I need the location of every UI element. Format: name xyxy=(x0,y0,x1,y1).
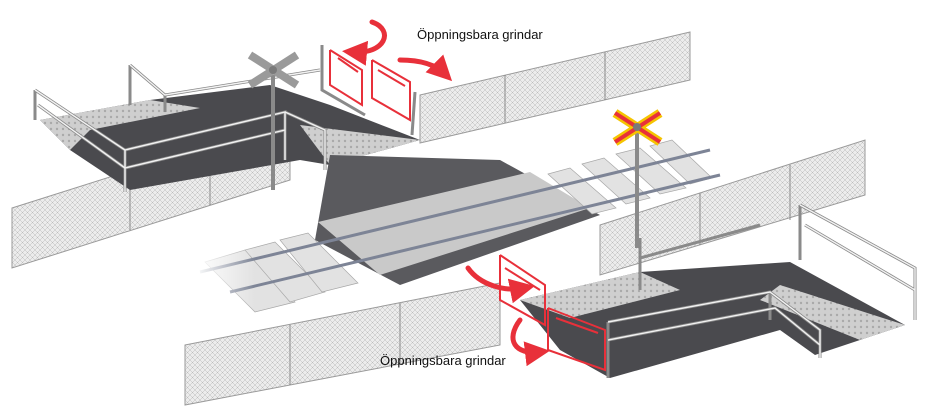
crossing-sign-inactive-icon xyxy=(247,51,300,190)
railway-track xyxy=(195,139,721,313)
front-left-fence xyxy=(184,282,501,406)
railings-lower-fill xyxy=(607,204,916,358)
bottom-gate-label: Öppningsbara grindar xyxy=(380,353,506,368)
back-right-fence xyxy=(419,31,691,144)
railings-upper-fill xyxy=(34,64,326,192)
crossing-deck xyxy=(315,155,600,285)
open-arrow-icon xyxy=(342,19,550,367)
crossing-sign-active-icon xyxy=(612,109,663,248)
rail-left xyxy=(199,148,711,274)
front-right-fence xyxy=(599,139,866,276)
top-gate-label: Öppningsbara grindar xyxy=(417,27,543,42)
